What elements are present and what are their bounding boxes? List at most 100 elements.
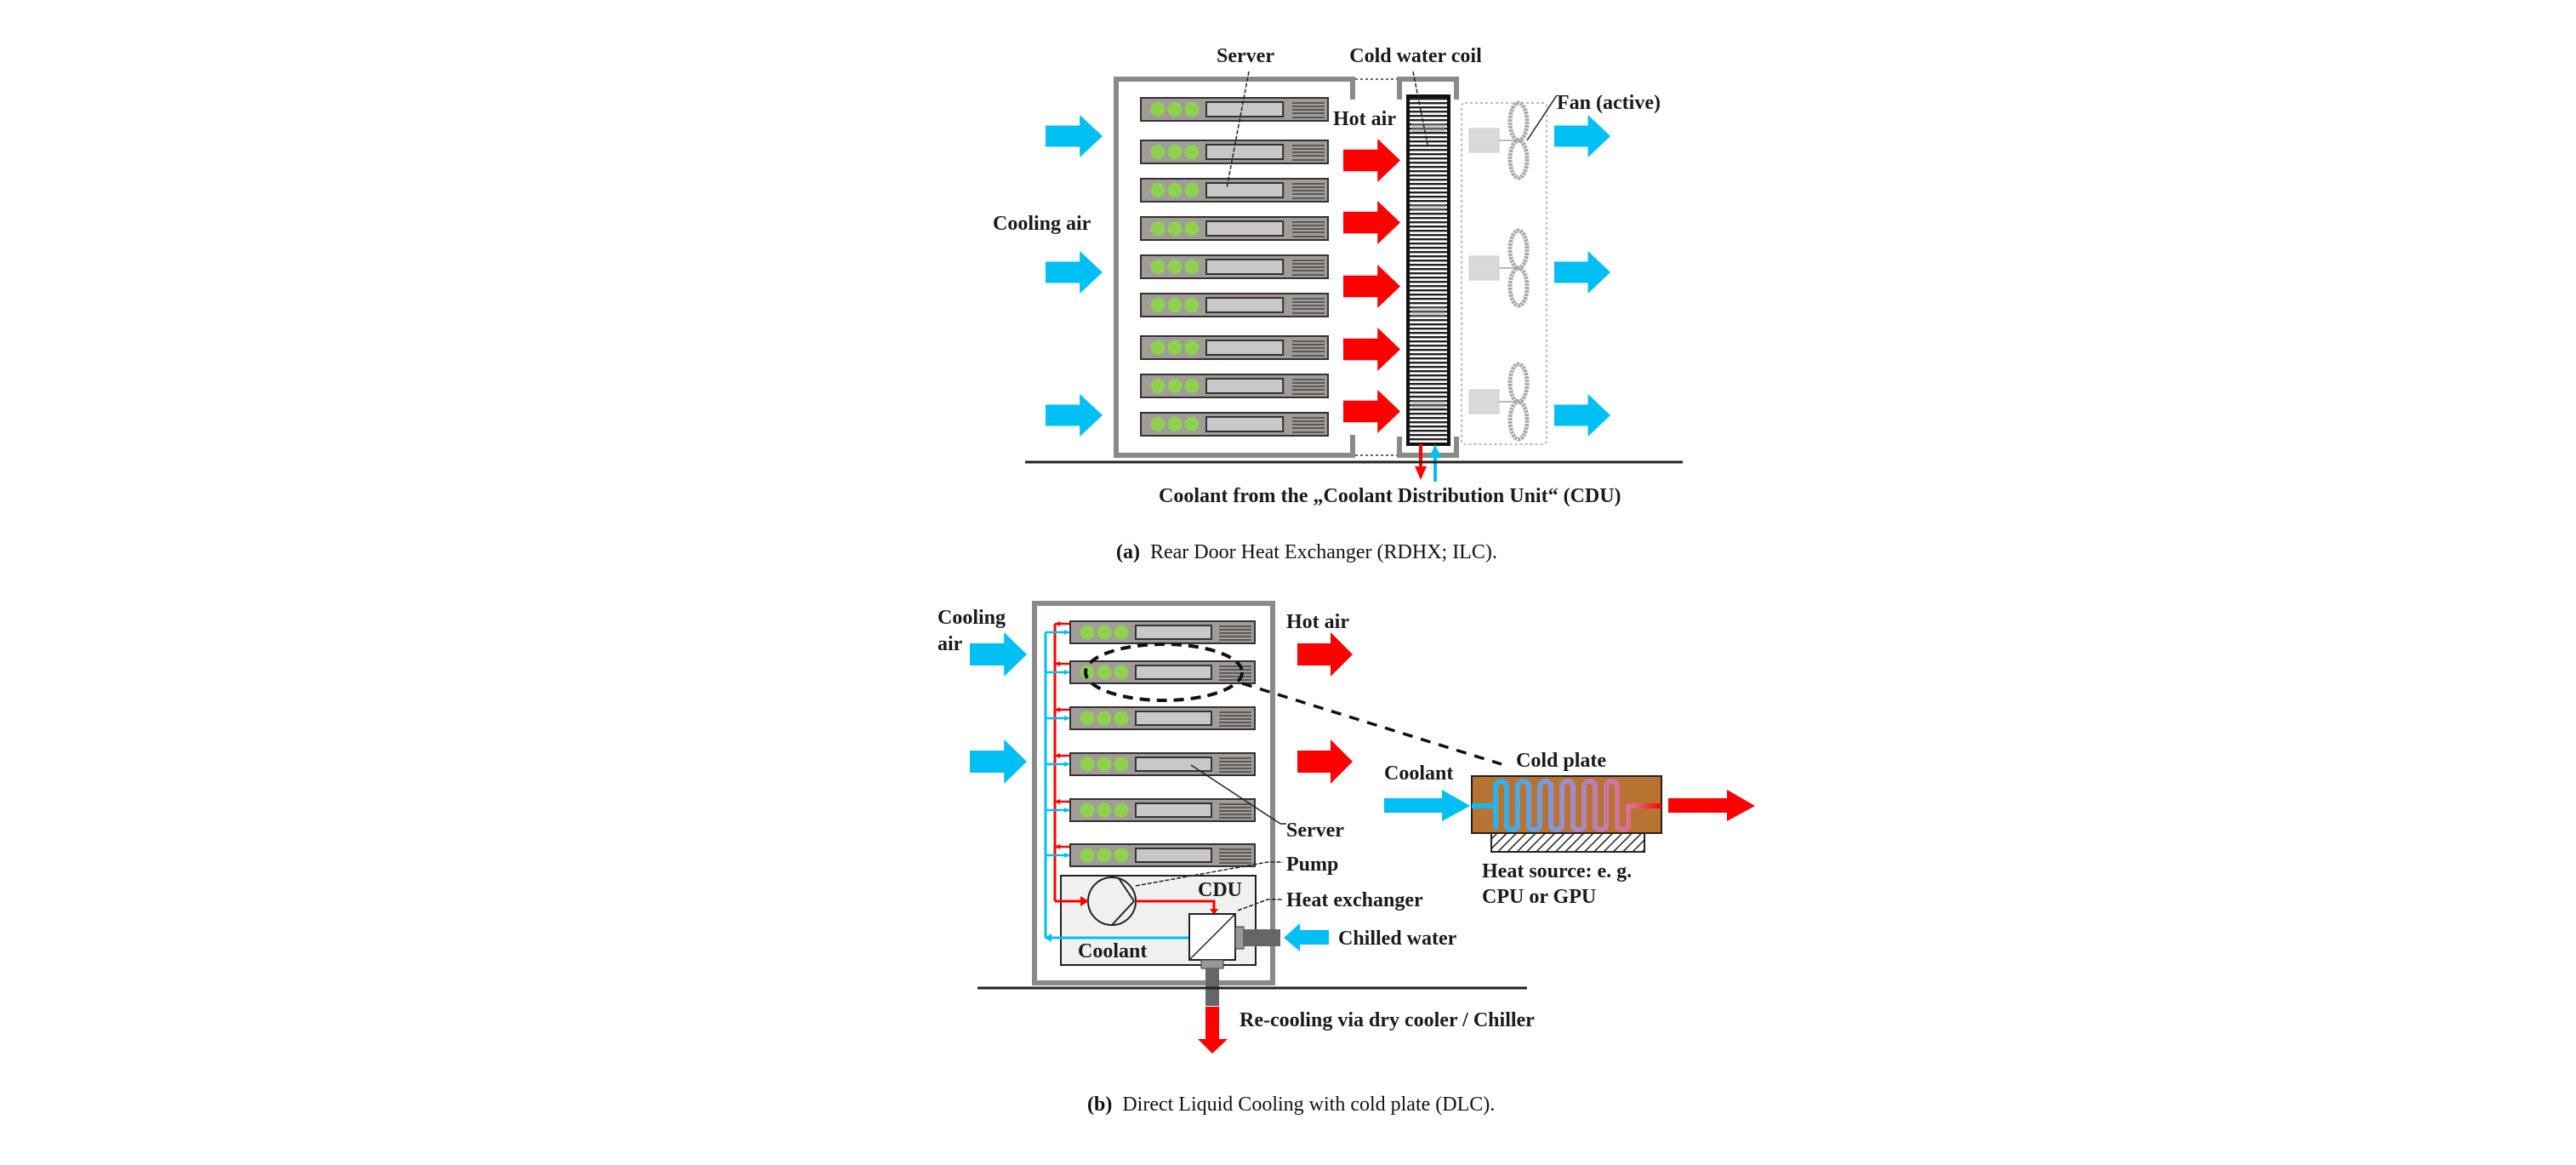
status-led-icon — [1150, 183, 1165, 197]
heat-source-chip — [1490, 832, 1645, 853]
cooling-air-in-arrow — [970, 632, 1027, 677]
server-display — [1205, 416, 1285, 432]
status-led-icon — [1184, 340, 1200, 355]
status-led-icon — [1150, 379, 1165, 393]
status-led-icon — [1184, 102, 1200, 117]
server-unit-b — [1069, 843, 1256, 867]
status-led-icon — [1114, 757, 1129, 772]
recooling-arrow — [1198, 1007, 1228, 1054]
status-led-icon — [1167, 183, 1183, 197]
server-display — [1205, 144, 1285, 160]
server-stack-b — [1069, 620, 1256, 867]
server-display — [1205, 220, 1285, 237]
caption-a-text: Rear Door Heat Exchanger (RDHX; ILC). — [1150, 541, 1497, 563]
server-unit-b — [1069, 798, 1256, 822]
server-unit-b — [1069, 752, 1256, 776]
hot-air-out-arrow — [1297, 632, 1353, 677]
label-recooling: Re-cooling via dry cooler / Chiller — [1240, 1009, 1535, 1031]
label-pump: Pump — [1286, 854, 1338, 876]
cooling-air-in-arrow — [1046, 394, 1103, 437]
zoom-leader-dashed — [1241, 682, 1502, 766]
fan-group — [1468, 100, 1530, 442]
status-led-icon — [1184, 183, 1200, 197]
server-unit — [1140, 97, 1329, 122]
cold-water-coil — [1406, 94, 1450, 446]
label-cold-plate: Cold plate — [1516, 750, 1606, 772]
status-led-icon — [1167, 298, 1183, 312]
server-stack — [1140, 97, 1329, 437]
label-hot-air-b: Hot air — [1286, 611, 1349, 633]
status-led-icon — [1080, 802, 1095, 818]
server-display — [1135, 848, 1212, 863]
server-unit — [1140, 412, 1329, 437]
status-led-icon — [1097, 625, 1112, 640]
cooling-air-in-arrow — [1046, 251, 1103, 294]
chilled-water-arrow — [1284, 923, 1329, 951]
door-bracket-bottom — [1397, 437, 1459, 458]
fan-icon — [1468, 100, 1530, 180]
status-led-icon — [1097, 665, 1112, 680]
status-led-icon — [1097, 802, 1112, 818]
status-led-icon — [1150, 340, 1165, 355]
status-led-icon — [1150, 102, 1165, 117]
status-led-icon — [1114, 802, 1129, 818]
hot-air-arrow — [1343, 328, 1400, 371]
label-heat-source-1: Heat source: e. g. — [1482, 860, 1632, 882]
status-led-icon — [1167, 221, 1183, 236]
server-unit — [1140, 335, 1329, 360]
label-server: Server — [1217, 45, 1274, 67]
status-led-icon — [1150, 221, 1165, 236]
label-coolant-from-cdu: Coolant from the „Coolant Distribution U… — [1159, 485, 1621, 507]
label-coolant-in: Coolant — [1384, 762, 1453, 785]
status-led-icon — [1167, 340, 1183, 355]
server-leader-line — [1226, 71, 1250, 189]
status-led-icon — [1114, 665, 1129, 680]
hot-air-out-arrow — [1297, 740, 1353, 784]
status-led-icon — [1167, 145, 1183, 159]
status-led-icon — [1080, 848, 1095, 863]
label-hot-air: Hot air — [1333, 108, 1396, 130]
server-display — [1135, 625, 1212, 640]
server-unit — [1140, 140, 1329, 164]
caption-b-tag: (b) — [1087, 1094, 1112, 1116]
status-led-icon — [1167, 417, 1183, 431]
hot-air-arrow — [1343, 265, 1400, 308]
hx-leader — [1237, 899, 1283, 911]
status-led-icon — [1080, 711, 1095, 726]
cooling-serpentine — [1472, 779, 1661, 832]
fan-icon — [1468, 362, 1530, 442]
status-led-icon — [1184, 145, 1200, 159]
cooling-air-out-arrow — [1554, 394, 1610, 437]
server-display — [1135, 711, 1212, 726]
label-coolant-cdu: Coolant — [1078, 940, 1147, 962]
cooling-air-out-arrow — [1554, 251, 1610, 294]
cooling-air-out-arrow — [1554, 115, 1610, 157]
coil-leader-line — [1412, 71, 1428, 146]
label-heat-exchanger: Heat exchanger — [1286, 889, 1423, 911]
server-unit — [1140, 374, 1329, 398]
coolant-out-arrow — [1668, 790, 1755, 821]
status-led-icon — [1114, 848, 1129, 863]
status-led-icon — [1097, 711, 1112, 726]
air-arrows-b — [970, 632, 1353, 784]
status-led-icon — [1150, 298, 1165, 312]
heat-exchanger-icon — [1188, 913, 1280, 1006]
server-leader-b — [1190, 764, 1286, 825]
status-led-icon — [1167, 379, 1183, 393]
caption-b-text: Direct Liquid Cooling with cold plate (D… — [1122, 1094, 1495, 1116]
status-led-icon — [1167, 102, 1183, 117]
fan-leader-line — [1526, 94, 1558, 141]
status-led-icon — [1184, 260, 1200, 274]
label-cdu: CDU — [1198, 879, 1242, 901]
status-led-icon — [1080, 625, 1095, 640]
label-server-b: Server — [1286, 819, 1344, 842]
server-display — [1135, 757, 1212, 772]
server-display — [1205, 182, 1285, 198]
server-display — [1135, 802, 1212, 818]
figure-b-dlc: Cooling air Hot air Server Pump CDU Heat… — [938, 601, 1755, 1116]
caption-a-tag: (a) — [1116, 541, 1140, 563]
label-cooling-air-b2: air — [938, 633, 963, 655]
pump-icon — [1087, 877, 1137, 926]
server-display — [1205, 378, 1285, 394]
